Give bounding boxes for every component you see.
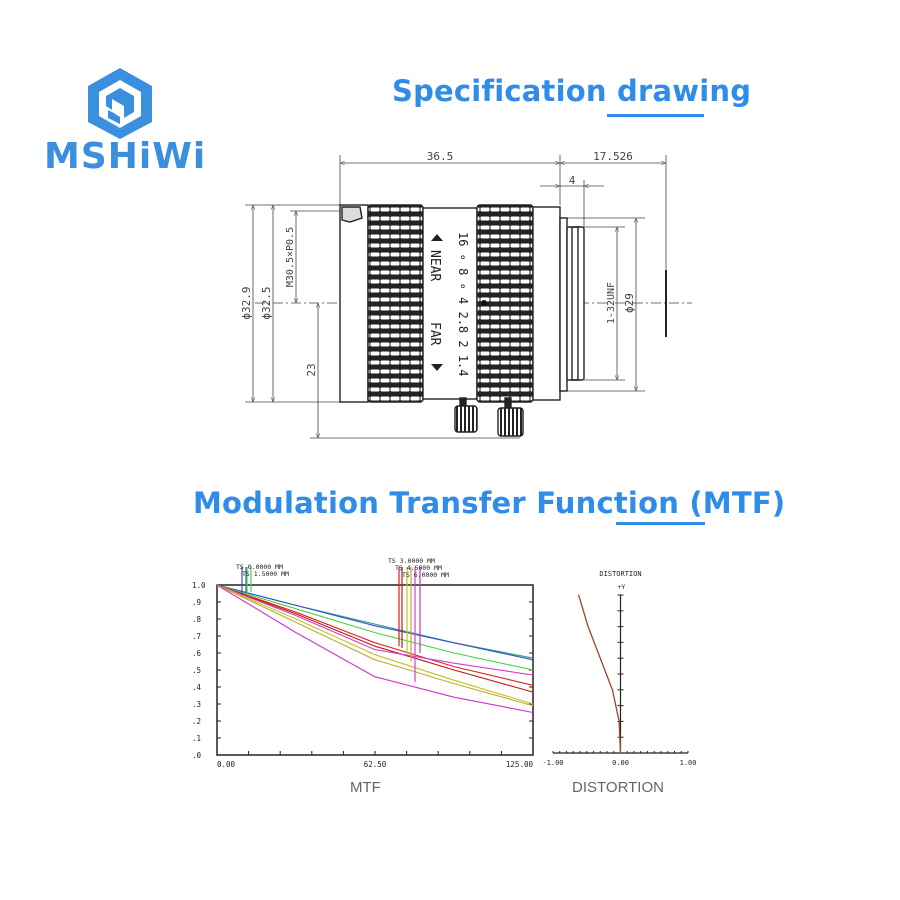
distortion-curve-green [578, 594, 622, 754]
legend-entry: TS 6.0000 MM [402, 571, 449, 579]
x-tick-label: 1.00 [680, 759, 697, 767]
dim-flange: 17.526 [593, 150, 633, 163]
x-tick-label: -1.00 [542, 759, 563, 767]
brand-name: MSHiWi [44, 136, 207, 177]
legend-entry: TS 4.5000 MM [395, 564, 442, 572]
legend-entry: TS 0.0000 MM [236, 563, 283, 571]
y-tick-label: .7 [192, 632, 201, 641]
brand-logo: MSHiWi [30, 62, 210, 182]
legend-entry: TS 3.0000 MM [388, 557, 435, 565]
focus-near-label: NEAR [427, 250, 442, 281]
mtf-title: Modulation Transfer Function (MTF) [193, 486, 786, 520]
x-tick-label: 0.00 [612, 759, 629, 767]
cube-logo-icon [88, 68, 152, 139]
lens-spec-drawing: 36.5 17.526 4 ϕ32.9 ϕ32.5 M30.5×P0.5 23 … [240, 150, 692, 439]
y-tick-label: .3 [192, 700, 201, 709]
dim-d2: ϕ32.5 [260, 286, 273, 319]
aperture-scale: 16 ∘ 8 ∘ 4 2.8 2 1.4 [456, 232, 470, 377]
spec-title-underline [607, 114, 704, 117]
dim-filter-thread: M30.5×P0.5 [285, 227, 296, 287]
plot-frame [216, 584, 534, 756]
y-tick-label: .6 [192, 649, 202, 658]
y-axis-label: +Y [618, 583, 626, 591]
y-tick-label: 1.0 [192, 581, 206, 590]
mtf-series-line [216, 584, 534, 686]
dim-d1: ϕ32.9 [240, 286, 253, 319]
dim-height: 23 [305, 363, 318, 376]
y-tick-label: .8 [192, 615, 202, 624]
mtf-series-line [216, 584, 534, 714]
mtf-series-line [216, 584, 534, 659]
x-tick-label: 125.00 [506, 760, 534, 769]
y-tick-label: .2 [192, 717, 201, 726]
spec-title: Specification drawing [392, 74, 752, 108]
focus-far-label: FAR [427, 322, 442, 346]
distortion-chart: DISTORTION +Y -1.00 0.00 1.00 [542, 570, 697, 767]
x-tick-label: 0.00 [217, 760, 236, 769]
y-tick-label: .4 [192, 683, 202, 692]
x-tick-label: 62.50 [364, 760, 387, 769]
dim-mount: 4 [569, 174, 576, 187]
mtf-series-line [216, 584, 534, 707]
distortion-title: DISTORTION [599, 570, 641, 578]
mtf-chart: 1.0 .9 .8 .7 .6 .5 .4 .3 .2 .1 .0 0.00 62.50 125.00 TS… [192, 557, 534, 769]
dim-d3: ϕ29 [623, 293, 636, 313]
y-tick-label: .0 [192, 751, 202, 760]
mtf-series-line [216, 584, 534, 693]
mtf-series-line [216, 584, 534, 661]
dim-length: 36.5 [427, 150, 454, 163]
distortion-caption: DISTORTION [572, 779, 664, 796]
mtf-caption: MTF [350, 779, 381, 796]
y-tick-label: .1 [192, 734, 201, 743]
dim-thread: 1-32UNF [606, 282, 617, 324]
mtf-series-line [216, 584, 534, 676]
mtf-series-line [216, 584, 534, 705]
mtf-title-underline [616, 522, 705, 525]
y-tick-label: .9 [192, 598, 201, 607]
legend-entry: TS 1.5000 MM [242, 570, 289, 578]
mtf-series-line [216, 584, 534, 671]
distortion-curve [578, 594, 621, 754]
y-tick-label: .5 [192, 666, 201, 675]
